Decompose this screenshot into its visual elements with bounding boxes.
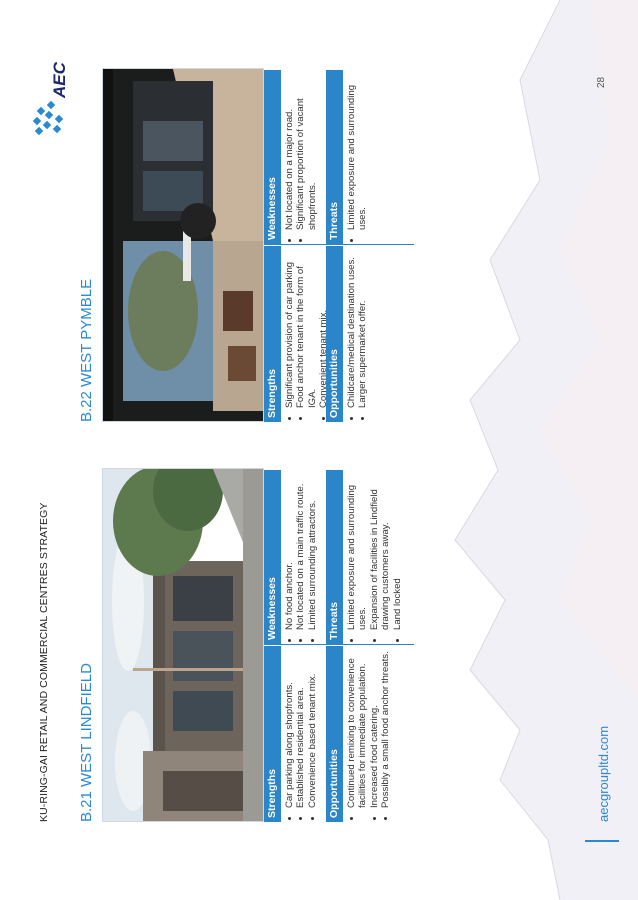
aec-logo-icon	[32, 100, 64, 136]
weaknesses-header: Weaknesses	[264, 70, 281, 244]
threats-header: Threats	[326, 70, 343, 244]
strengths-cell: Strengths Car parking along shopfronts. …	[264, 646, 318, 822]
strengths-list: Significant provision of car parking Foo…	[284, 246, 330, 422]
list-item: Not located on a main traffic route.	[295, 470, 306, 630]
footer-url: aecgroupltd.com	[596, 725, 611, 822]
west-lindfield-photo	[102, 468, 264, 822]
list-item: Car parking along shopfronts.	[284, 646, 295, 808]
section-title-west-pymble: B.22 WEST PYMBLE	[78, 278, 95, 422]
list-item: Significant provision of car parking	[284, 246, 295, 408]
opportunities-list: Childcare/medical destination uses. Larg…	[346, 246, 369, 422]
threats-header: Threats	[326, 470, 343, 644]
footer-accent-bar	[585, 840, 619, 842]
list-item: Food anchor tenant in the form of IGA.	[295, 246, 318, 408]
grid-divider	[264, 644, 414, 645]
strengths-cell: Strengths Significant provision of car p…	[264, 246, 330, 422]
logo-text: AEC	[50, 62, 69, 98]
threats-cell: Threats Limited exposure and surrounding…	[326, 470, 403, 644]
list-item: Significant proportion of vacant shopfro…	[295, 70, 318, 230]
section-title-west-lindfield: B.21 WEST LINDFIELD	[78, 663, 95, 822]
list-item: Childcare/medical destination uses.	[346, 246, 357, 408]
list-item: Expansion of facilities in Lindfield dra…	[369, 470, 392, 630]
strengths-list: Car parking along shopfronts. Establishe…	[284, 646, 318, 822]
opportunities-list: Continued remixing to convenience facili…	[346, 646, 392, 822]
threats-list: Limited exposure and surrounding uses.	[346, 70, 369, 244]
threats-cell: Threats Limited exposure and surrounding…	[326, 70, 369, 244]
opportunities-cell: Opportunities Childcare/medical destinat…	[326, 246, 369, 422]
west-pymble-photo	[102, 68, 264, 422]
grid-divider	[264, 244, 414, 245]
list-item: Convenience based tenant mix.	[307, 646, 318, 808]
weaknesses-cell: Weaknesses No food anchor. Not located o…	[264, 470, 318, 644]
list-item: Land locked	[392, 470, 403, 630]
threats-list: Limited exposure and surrounding uses. E…	[346, 470, 403, 644]
opportunities-header: Opportunities	[326, 646, 343, 822]
document-title: KU-RING-GAI RETAIL AND COMMERCIAL CENTRE…	[38, 502, 50, 822]
list-item: Not located on a major road.	[284, 70, 295, 230]
list-item: Limited exposure and surrounding uses.	[346, 70, 369, 230]
list-item: Larger supermarket offer.	[357, 246, 368, 408]
list-item: Continued remixing to convenience facili…	[346, 646, 369, 808]
page-number: 28	[596, 76, 607, 88]
list-item: Limited exposure and surrounding uses.	[346, 470, 369, 630]
strengths-header: Strengths	[264, 646, 281, 822]
strengths-header: Strengths	[264, 246, 281, 422]
list-item: Possibly a small food anchor threats.	[380, 646, 391, 808]
weaknesses-header: Weaknesses	[264, 470, 281, 644]
weaknesses-list: No food anchor. Not located on a main tr…	[284, 470, 318, 644]
weaknesses-cell: Weaknesses Not located on a major road. …	[264, 70, 318, 244]
list-item: Limited surrounding attractors.	[307, 470, 318, 630]
weaknesses-list: Not located on a major road. Significant…	[284, 70, 318, 244]
opportunities-header: Opportunities	[326, 246, 343, 422]
list-item: Established residential area.	[295, 646, 306, 808]
list-item: Increased food catering.	[369, 646, 380, 808]
list-item: No food anchor.	[284, 470, 295, 630]
opportunities-cell: Opportunities Continued remixing to conv…	[326, 646, 392, 822]
